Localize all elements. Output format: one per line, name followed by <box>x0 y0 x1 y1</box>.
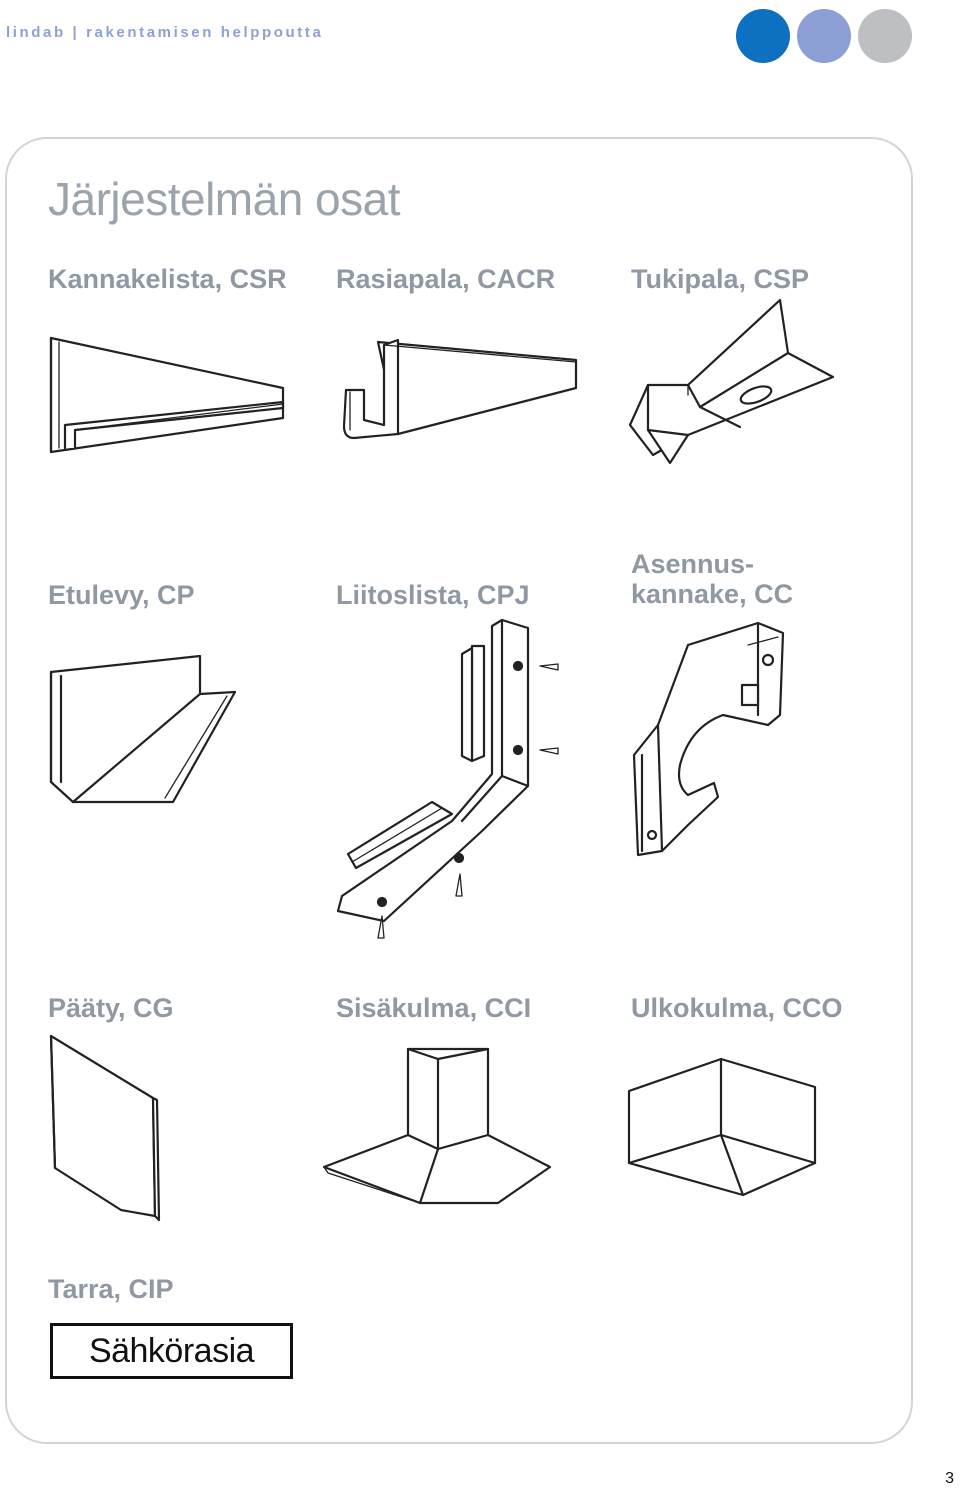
cpj-joint-illustration <box>332 616 572 946</box>
cg-end-cap-illustration <box>45 1030 165 1225</box>
cp-front-plate-illustration <box>45 652 245 812</box>
brand-dot-blue <box>736 9 790 63</box>
part-label-cacr: Rasiapala, CACR <box>336 264 556 294</box>
cc-bracket-illustration <box>628 615 788 865</box>
brand-tagline: lindab | rakentamisen helppoutta <box>6 24 324 41</box>
cco-outer-corner-illustration <box>625 1055 820 1200</box>
cci-inner-corner-illustration <box>320 1045 560 1210</box>
csr-profile-illustration <box>45 330 290 460</box>
part-label-cc: Asennus- kannake, CC <box>631 549 794 609</box>
page-title: Järjestelmän osat <box>48 173 401 225</box>
part-label-cco: Ulkokulma, CCO <box>631 993 843 1023</box>
csp-support-illustration <box>628 295 838 475</box>
part-label-cci: Sisäkulma, CCI <box>336 993 532 1023</box>
part-label-cp: Etulevy, CP <box>48 580 195 610</box>
part-label-cpj: Liitoslista, CPJ <box>336 580 530 610</box>
cip-sticker: Sähkörasia <box>50 1323 293 1379</box>
part-label-csp: Tukipala, CSP <box>631 264 810 294</box>
brand-dot-grey <box>858 9 912 63</box>
cacr-profile-illustration <box>340 330 580 450</box>
part-label-cg: Pääty, CG <box>48 993 174 1023</box>
part-label-cip: Tarra, CIP <box>48 1274 174 1304</box>
part-label-csr: Kannakelista, CSR <box>48 264 287 294</box>
page-number: 3 <box>945 1470 954 1487</box>
content-panel <box>5 137 913 1444</box>
brand-dot-lilac <box>797 9 851 63</box>
